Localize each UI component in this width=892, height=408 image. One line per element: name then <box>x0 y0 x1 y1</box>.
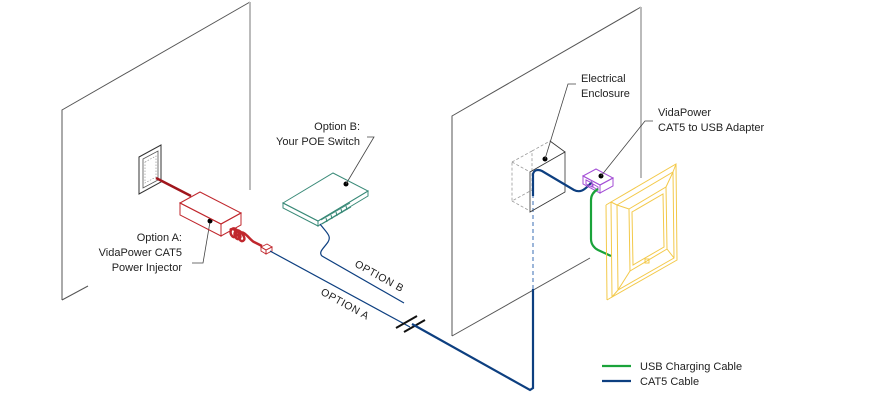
cat5-main-cable <box>411 289 535 392</box>
power-cord <box>155 176 192 198</box>
poe-switch <box>281 172 370 227</box>
svg-text:VidaPower CAT5: VidaPower CAT5 <box>99 247 182 259</box>
enclosure-label: Electrical Enclosure <box>581 73 630 100</box>
option-b-leader <box>345 136 375 185</box>
cat5-option-b-cable <box>319 223 405 304</box>
svg-text:VidaPower: VidaPower <box>658 107 711 119</box>
legend-cat5-label: CAT5 Cable <box>640 376 699 388</box>
svg-text:Option B:: Option B: <box>314 121 360 133</box>
svg-text:Enclosure: Enclosure <box>581 88 630 100</box>
option-a-dot <box>207 218 213 224</box>
injector-coiled-cable <box>229 227 263 248</box>
option-a-label: Option A: VidaPower CAT5 Power Injector <box>99 232 183 274</box>
electrical-enclosure <box>511 140 566 213</box>
svg-text:CAT5 to USB Adapter: CAT5 to USB Adapter <box>658 122 765 134</box>
cat5-option-a-cable <box>269 250 411 328</box>
usb-charging-cable <box>589 188 612 257</box>
right-wall <box>451 6 642 337</box>
legend: USB Charging Cable CAT5 Cable <box>602 361 742 388</box>
svg-text:Your POE Switch: Your POE Switch <box>276 136 360 148</box>
rj45-plug-icon <box>260 243 273 255</box>
svg-text:Option A:: Option A: <box>137 232 182 244</box>
enclosure-leader <box>544 83 576 160</box>
power-injector <box>178 191 243 237</box>
adapter-label: VidaPower CAT5 to USB Adapter <box>658 107 765 134</box>
option-a-leader <box>192 221 211 264</box>
legend-usb-label: USB Charging Cable <box>640 361 742 373</box>
cat5-enclosure-cable <box>531 168 593 196</box>
adapter-leader <box>600 120 653 177</box>
svg-text:Electrical: Electrical <box>581 73 626 85</box>
wall-outlet-icon <box>138 144 162 195</box>
left-wall <box>61 1 251 301</box>
option-b-label: Option B: Your POE Switch <box>276 121 360 148</box>
svg-text:Power Injector: Power Injector <box>112 262 183 274</box>
ipad-wall-frame <box>605 163 678 301</box>
